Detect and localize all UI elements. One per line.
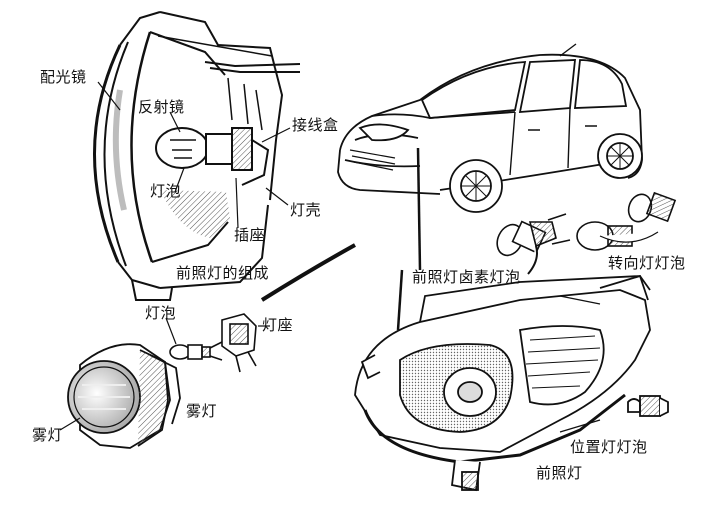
headlamp-cross-section <box>93 11 301 301</box>
label-fog-bulb: 灯泡 <box>145 304 177 322</box>
label-junction-box: 接线盒 <box>292 116 339 134</box>
label-lamp-holder: 灯座 <box>262 316 294 334</box>
label-socket: 插座 <box>234 226 266 244</box>
label-fog-lamp: 雾灯 <box>32 426 64 444</box>
label-turn-signal-bulb: 转向灯灯泡 <box>608 254 686 272</box>
label-headlamp: 前照灯 <box>536 464 583 482</box>
car-illustration <box>337 43 643 331</box>
label-position-lamp-bulb: 位置灯灯泡 <box>570 438 648 456</box>
connector-line <box>260 243 356 302</box>
halogen-bulb <box>496 213 571 275</box>
label-fog-lamp-caption: 雾灯 <box>186 402 218 420</box>
label-reflector: 反射镜 <box>138 98 185 116</box>
label-headlamp-halogen-bulb: 前照灯卤素灯泡 <box>412 268 521 286</box>
label-housing: 灯壳 <box>290 201 322 219</box>
label-bulb: 灯泡 <box>150 182 182 200</box>
label-lens: 配光镜 <box>40 68 87 86</box>
headlamp-assembly <box>354 274 669 492</box>
label-headlamp-components: 前照灯的组成 <box>176 264 270 282</box>
turn-signal-bulb <box>576 191 677 251</box>
fog-lamp <box>59 343 181 449</box>
fog-bulb-and-holder <box>165 313 270 373</box>
